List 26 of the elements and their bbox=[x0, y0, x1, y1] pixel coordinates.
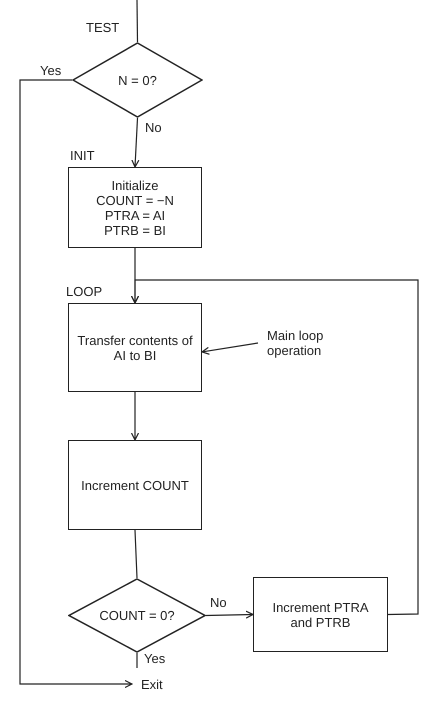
process-box bbox=[68, 303, 202, 392]
arrow bbox=[130, 392, 140, 441]
box-text: Transfer contents of AI to BI bbox=[77, 332, 193, 362]
arrow bbox=[19, 79, 133, 688]
decision-diamond bbox=[72, 42, 203, 118]
arrow bbox=[130, 279, 419, 616]
note-text: Exit bbox=[141, 676, 164, 692]
note-text: Main loop operation bbox=[267, 328, 324, 358]
box-text: PTRB = BI bbox=[104, 222, 166, 238]
step-label: INIT bbox=[70, 148, 95, 164]
arrow bbox=[206, 610, 254, 619]
box-text: Increment PTRA and PTRB bbox=[271, 600, 370, 630]
box-text: COUNT = −N bbox=[96, 192, 174, 208]
box-text: PTRA = AI bbox=[104, 208, 166, 222]
decision-diamond bbox=[68, 578, 206, 653]
process-box bbox=[253, 577, 388, 652]
condition-text: COUNT = 0? bbox=[99, 608, 175, 623]
arrow bbox=[201, 342, 258, 355]
process-box bbox=[68, 167, 202, 248]
box-text: Increment COUNT bbox=[81, 478, 189, 492]
step-label: LOOP bbox=[66, 284, 102, 300]
process-box bbox=[68, 440, 202, 530]
box-text: Initialize bbox=[112, 178, 158, 192]
step-label: TEST bbox=[86, 20, 120, 36]
arrow bbox=[131, 118, 140, 168]
condition-text: N = 0? bbox=[118, 72, 157, 88]
